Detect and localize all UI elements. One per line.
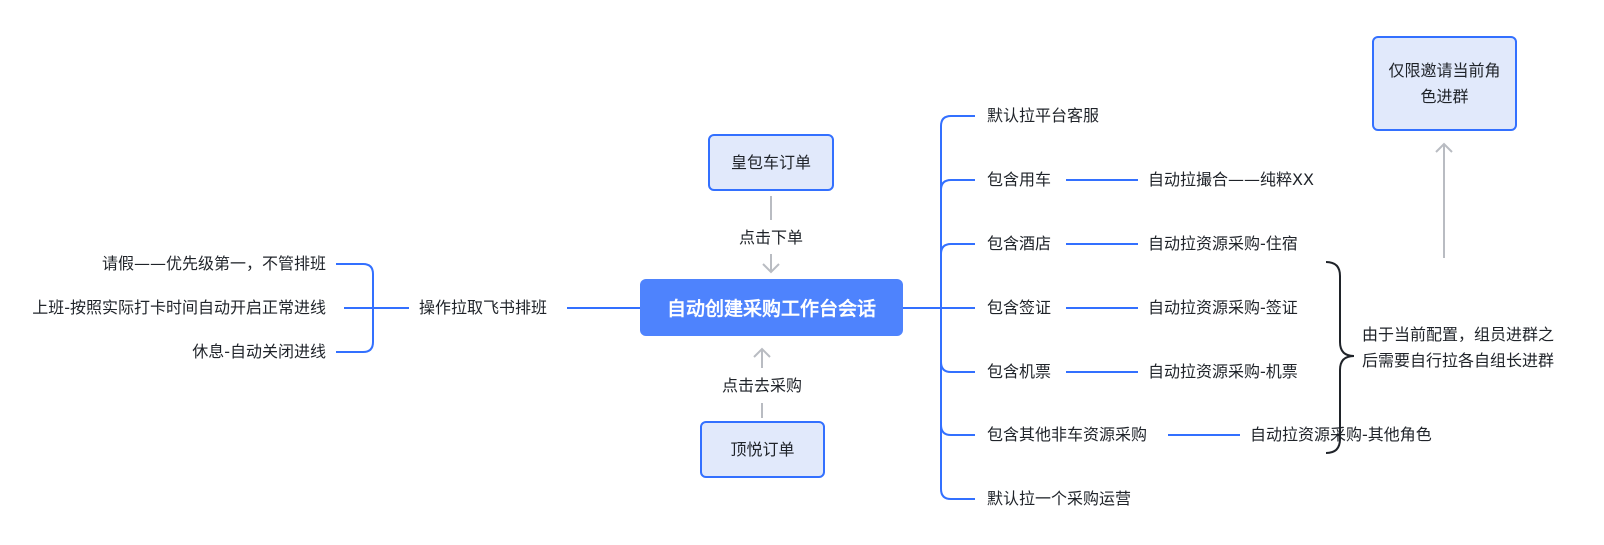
right-item-car[interactable]: 包含用车 [987,170,1052,189]
right-tick-1 [940,179,975,191]
top-order-label: 皇包车订单 [730,152,811,172]
left-item-leave[interactable]: 请假——优先级第一，不管排班 [101,254,326,273]
curly-brace [1325,261,1355,454]
result-flight[interactable]: 自动拉资源采购-机票 [1148,362,1298,381]
bottom-order-action: 点击去采购 [721,376,802,395]
left-item-rest[interactable]: 休息-自动关闭进线 [192,342,326,361]
left-branch-hub[interactable]: 操作拉取飞书排班 [419,298,548,317]
left-item-work[interactable]: 上班-按照实际打卡时间自动开启正常进线 [32,298,326,317]
arrow-bottom-head [753,347,771,358]
arrow-right-head [1435,142,1453,153]
bottom-order-label: 顶悦订单 [730,439,795,459]
right-item-platform-service[interactable]: 默认拉平台客服 [987,106,1100,125]
result-other[interactable]: 自动拉资源采购-其他角色 [1250,425,1432,444]
top-order-action: 点击下单 [738,228,803,247]
top-order-node[interactable]: 皇包车订单 [708,134,834,191]
result-hotel[interactable]: 自动拉资源采购-住宿 [1148,234,1298,253]
right-tick-4 [940,361,975,373]
right-tick-5 [940,424,975,436]
left-bracket [336,263,374,353]
right-item-flight[interactable]: 包含机票 [987,362,1052,381]
central-node[interactable]: 自动创建采购工作台会话 [640,279,903,336]
central-node-label: 自动创建采购工作台会话 [666,298,876,320]
right-tick-2 [940,243,975,255]
invite-box[interactable]: 仅限邀请当前角色进群 [1372,36,1517,131]
bottom-order-node[interactable]: 顶悦订单 [700,421,825,478]
note-text: 由于当前配置，组员进群之后需要自行拉各自组长进群 [1361,325,1554,370]
invite-box-label: 仅限邀请当前角色进群 [1388,60,1501,106]
result-car[interactable]: 自动拉撮合——纯粹XX [1148,170,1314,189]
right-item-hotel[interactable]: 包含酒店 [987,234,1052,253]
right-item-visa[interactable]: 包含签证 [987,298,1052,317]
right-item-other[interactable]: 包含其他非车资源采购 [987,425,1148,444]
right-item-ops[interactable]: 默认拉一个采购运营 [987,489,1132,508]
arrow-top-head [762,263,780,274]
result-visa[interactable]: 自动拉资源采购-签证 [1148,298,1298,317]
